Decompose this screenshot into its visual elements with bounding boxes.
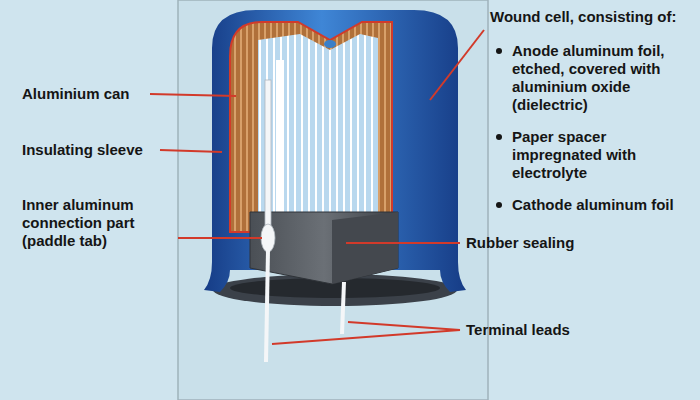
terminal-lead: [266, 250, 268, 362]
insulating-sleeve: [204, 10, 466, 292]
aluminium-can: [230, 22, 392, 232]
part-label: Terminal leads: [466, 321, 636, 339]
rubber-sealing: [250, 212, 398, 284]
paddle-tab: [265, 80, 271, 225]
paddle-tab: [261, 224, 275, 252]
leader-line: [348, 322, 460, 330]
bullet-dot: [496, 48, 502, 54]
leader-line: [160, 150, 222, 152]
part-label: Paper spacer impregnated with electrolyt…: [512, 128, 694, 182]
bullet-dot: [496, 134, 502, 140]
leader-line: [430, 30, 484, 100]
part-label: Wound cell, consisting of:: [490, 8, 696, 26]
part-label: Cathode aluminum foil: [512, 196, 694, 214]
part-label: Rubber sealing: [466, 234, 636, 252]
part-label: Aluminium can: [22, 85, 162, 103]
rubber-face: [332, 212, 398, 284]
leader-line: [346, 242, 460, 244]
wound-core: [324, 40, 336, 48]
leader-line: [272, 330, 460, 344]
leader-line: [150, 94, 236, 96]
wound-cell: [258, 34, 378, 225]
bullet-dot: [496, 202, 502, 208]
part-label: Insulating sleeve: [22, 141, 172, 159]
terminal-lead: [342, 282, 344, 334]
part-label: Anode aluminum foil, etched, covered wit…: [512, 42, 694, 114]
foil-layer: [276, 60, 284, 220]
part-label: Inner aluminum connection part (paddle t…: [22, 196, 172, 250]
panel: [178, 0, 488, 400]
leader-line: [178, 237, 262, 239]
